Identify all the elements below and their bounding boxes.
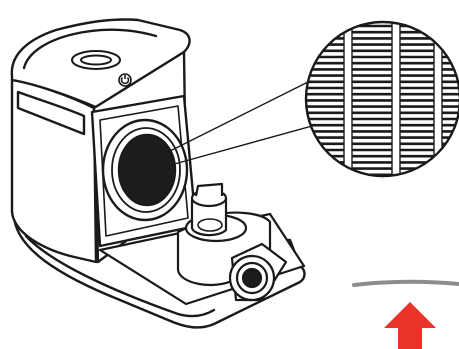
- nozzle-core: [243, 269, 261, 287]
- cap-tab: [196, 184, 222, 196]
- filter-mesh-closeup: [300, 18, 459, 180]
- power-icon: [119, 74, 131, 86]
- push-up-indicator: [354, 282, 459, 349]
- lid-handle: [72, 51, 120, 69]
- indicator-bar: [354, 282, 459, 285]
- up-arrow-icon: [384, 302, 436, 349]
- filter-door: [92, 96, 196, 246]
- filter-element: [119, 135, 175, 205]
